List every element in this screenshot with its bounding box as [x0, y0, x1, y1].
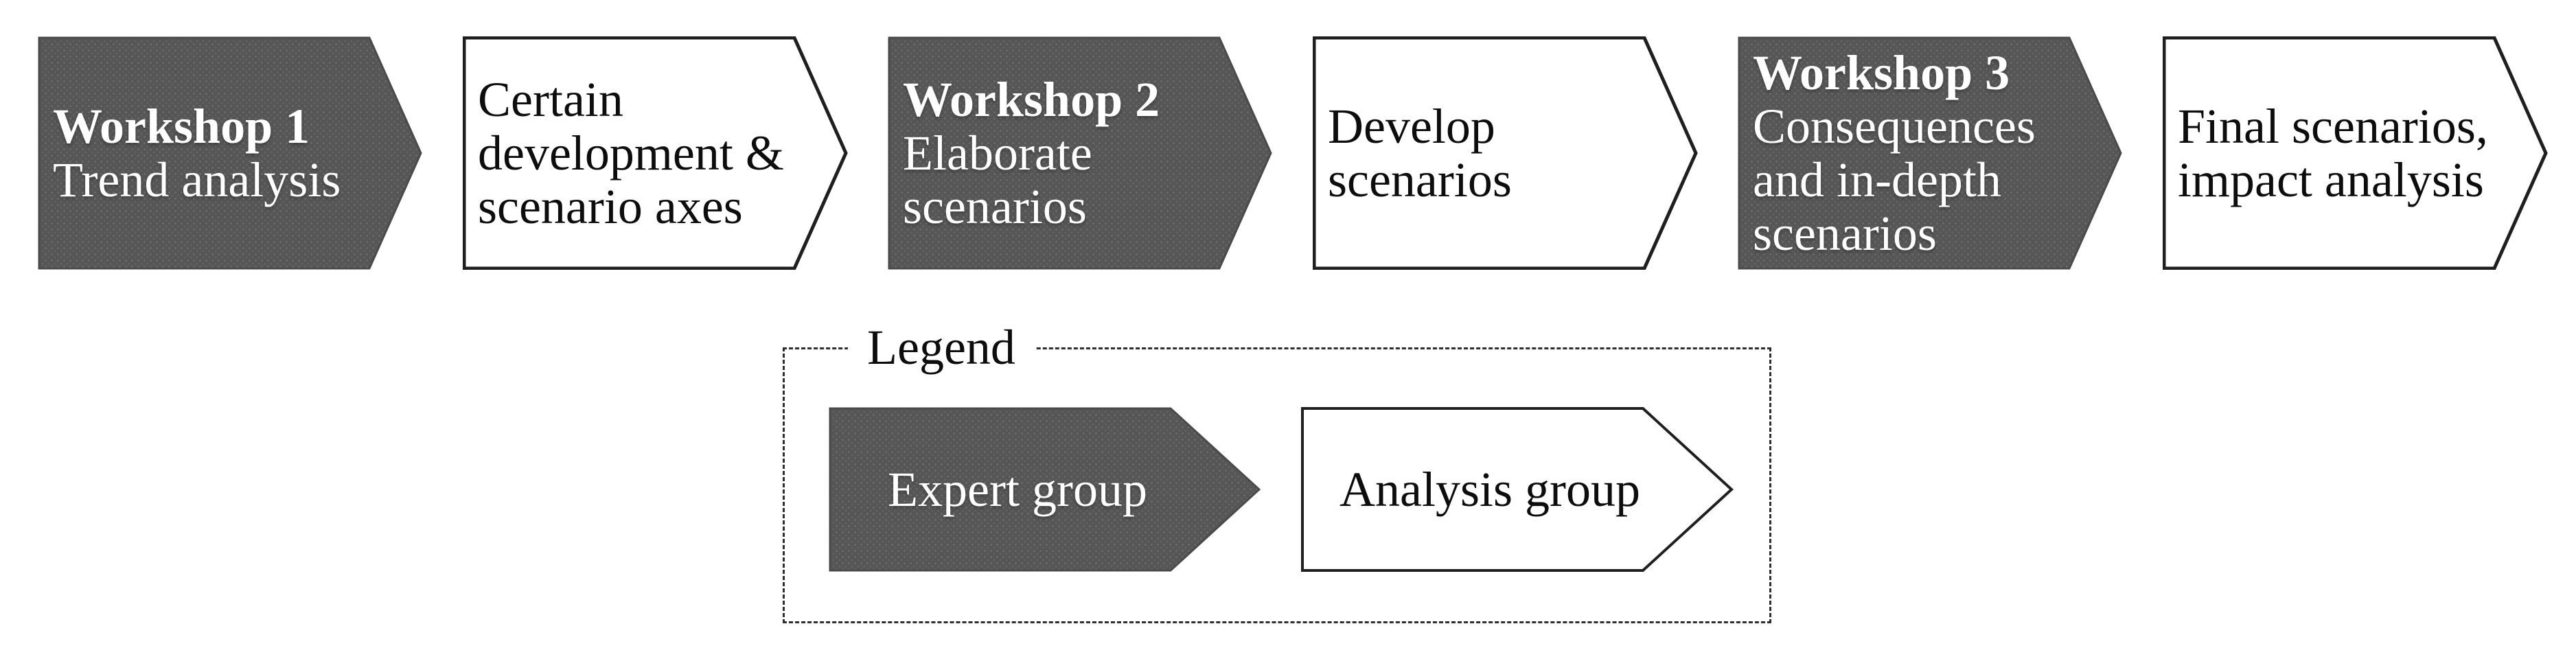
- step-text: Certain development & scenario axes: [478, 36, 842, 270]
- step-arrow-workshop-2: Workshop 2 Elaborate scenarios: [888, 36, 1273, 270]
- arrow-right-shape: [1301, 407, 1734, 572]
- step-line: impact analysis: [2178, 152, 2484, 207]
- step-line: scenario axes: [478, 179, 743, 234]
- step-line: Develop: [1328, 99, 1495, 154]
- legend-items: Expert group Analysis group: [829, 407, 1734, 572]
- step-line: Elaborate: [903, 126, 1092, 181]
- legend-box: Legend Expert group Analysis group: [783, 319, 1771, 623]
- step-arrow-workshop-3: Workshop 3 Consequences and in-depth sce…: [1738, 36, 2123, 270]
- step-arrow-final-scenarios: Final scenarios, impact analysis: [2163, 36, 2548, 270]
- arrow-right-shape: [1738, 36, 2122, 270]
- arrow-right-shape: [463, 36, 848, 270]
- step-text: Workshop 3 Consequences and in-depth sce…: [1753, 36, 2117, 270]
- legend-item-label: Analysis group: [1339, 461, 1640, 517]
- step-line: development &: [478, 126, 784, 181]
- step-arrow-workshop-1: Workshop 1 Trend analysis: [38, 36, 423, 270]
- arrow-right-shape: [2163, 36, 2548, 270]
- legend-item-analysis-group: Analysis group: [1301, 407, 1734, 572]
- arrow-right-shape: [888, 36, 1272, 270]
- step-arrow-certain-development: Certain development & scenario axes: [463, 36, 848, 270]
- step-line: Final scenarios,: [2178, 99, 2488, 154]
- step-line: Certain: [478, 72, 623, 127]
- arrow-right-shape: [38, 36, 422, 270]
- step-text: Workshop 1 Trend analysis: [53, 36, 417, 270]
- step-line: scenarios: [903, 179, 1087, 234]
- step-arrow-develop-scenarios: Develop scenarios: [1313, 36, 1698, 270]
- step-line: Workshop 3: [1753, 45, 2010, 100]
- step-line: Trend analysis: [53, 152, 341, 207]
- step-line: Workshop 2: [903, 72, 1160, 127]
- step-text: Final scenarios, impact analysis: [2178, 36, 2542, 270]
- step-line: and in-depth: [1753, 152, 2001, 207]
- step-line: Consequences: [1753, 99, 2036, 154]
- process-flow: Workshop 1 Trend analysis Certain develo…: [38, 36, 2548, 270]
- step-line: Workshop 1: [53, 99, 310, 154]
- legend-item-label: Expert group: [888, 461, 1147, 517]
- legend-title: Legend: [848, 319, 1035, 376]
- step-text: Develop scenarios: [1328, 36, 1692, 270]
- step-line: scenarios: [1753, 206, 1937, 261]
- step-line: scenarios: [1328, 152, 1512, 207]
- step-text: Workshop 2 Elaborate scenarios: [903, 36, 1267, 270]
- arrow-right-shape: [1313, 36, 1698, 270]
- legend-item-expert-group: Expert group: [829, 407, 1261, 572]
- arrow-right-shape: [829, 407, 1261, 572]
